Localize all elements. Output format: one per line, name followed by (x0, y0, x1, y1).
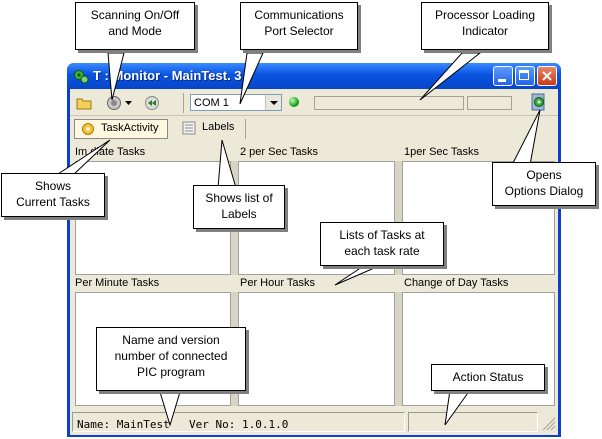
callout-name-version: Name and version number of connected PIC… (96, 327, 246, 391)
scan-toggle-icon[interactable] (106, 95, 122, 111)
chevron-down-icon[interactable] (265, 95, 281, 110)
gear-icon (82, 123, 94, 135)
com-port-value: COM 1 (194, 97, 229, 109)
leader-options (511, 109, 541, 166)
maximize-button[interactable] (515, 66, 535, 86)
close-icon (542, 71, 552, 81)
panel-label: Per Minute Tasks (75, 277, 160, 289)
list-icon (182, 121, 196, 135)
callout-current-tasks: Shows Current Tasks (1, 173, 105, 217)
rewind-icon[interactable] (144, 95, 160, 111)
callout-options: Opens Options Dialog (492, 162, 596, 206)
close-button[interactable] (537, 66, 557, 86)
callout-comm-port: Communications Port Selector (240, 2, 358, 50)
title-bar[interactable]: T : Monitor - MainTest. 3 (67, 63, 561, 89)
options-gear-icon[interactable] (528, 93, 550, 113)
leader-comm (239, 52, 264, 105)
panel-label: Change of Day Tasks (404, 277, 509, 289)
status-info-cell: Name: MainTest Ver No: 1.0.1.0 (72, 412, 405, 432)
callout-task-rate: Lists of Tasks at each task rate (320, 222, 444, 266)
window-title: T : Monitor - MainTest. 3 (93, 68, 242, 83)
callout-action-status: Action Status (431, 364, 545, 391)
panel-label: 1per Sec Tasks (404, 146, 480, 158)
tab-bar: TaskActivity Labels (70, 117, 558, 141)
scan-mode-dropdown-icon[interactable] (125, 101, 132, 105)
callout-scanning: Scanning On/Off and Mode (75, 2, 195, 50)
leader-labels (217, 139, 237, 189)
action-status-cell (408, 412, 538, 432)
splitter[interactable] (395, 161, 402, 275)
processor-load-bar (314, 96, 464, 110)
callout-labels-list: Shows list of Labels (193, 185, 285, 229)
leader-task-rate (334, 262, 387, 286)
tab-label: TaskActivity (101, 122, 159, 134)
com-port-select[interactable]: COM 1 (190, 94, 282, 111)
tab-taskactivity[interactable]: TaskActivity (74, 119, 168, 139)
per-hour-tasks-list[interactable] (238, 292, 395, 406)
leader-name-version (159, 391, 181, 427)
status-name: Name: MainTest (77, 418, 170, 431)
resize-grip-icon[interactable] (542, 417, 556, 431)
minimize-button[interactable] (493, 66, 513, 86)
callout-processor-load: Processor Loading Indicator (421, 2, 549, 50)
open-folder-icon[interactable] (76, 95, 92, 111)
status-version: Ver No: 1.0.1.0 (189, 418, 289, 431)
leader-scanning (107, 52, 125, 101)
leader-processor (419, 52, 482, 101)
app-gear-icon (74, 70, 89, 84)
processor-load-secondary (467, 96, 512, 110)
leader-current-tasks (53, 139, 111, 177)
connection-led-icon (289, 97, 299, 107)
toolbar: COM 1 (70, 91, 558, 116)
panel-label: 2 per Sec Tasks (240, 146, 319, 158)
panel-label: Per Hour Tasks (240, 277, 315, 289)
tab-label: Labels (202, 121, 235, 133)
splitter[interactable] (395, 292, 402, 406)
leader-action-status (444, 389, 471, 426)
tab-labels[interactable]: Labels (176, 119, 246, 139)
status-bar: Name: MainTest Ver No: 1.0.1.0 (70, 409, 558, 435)
